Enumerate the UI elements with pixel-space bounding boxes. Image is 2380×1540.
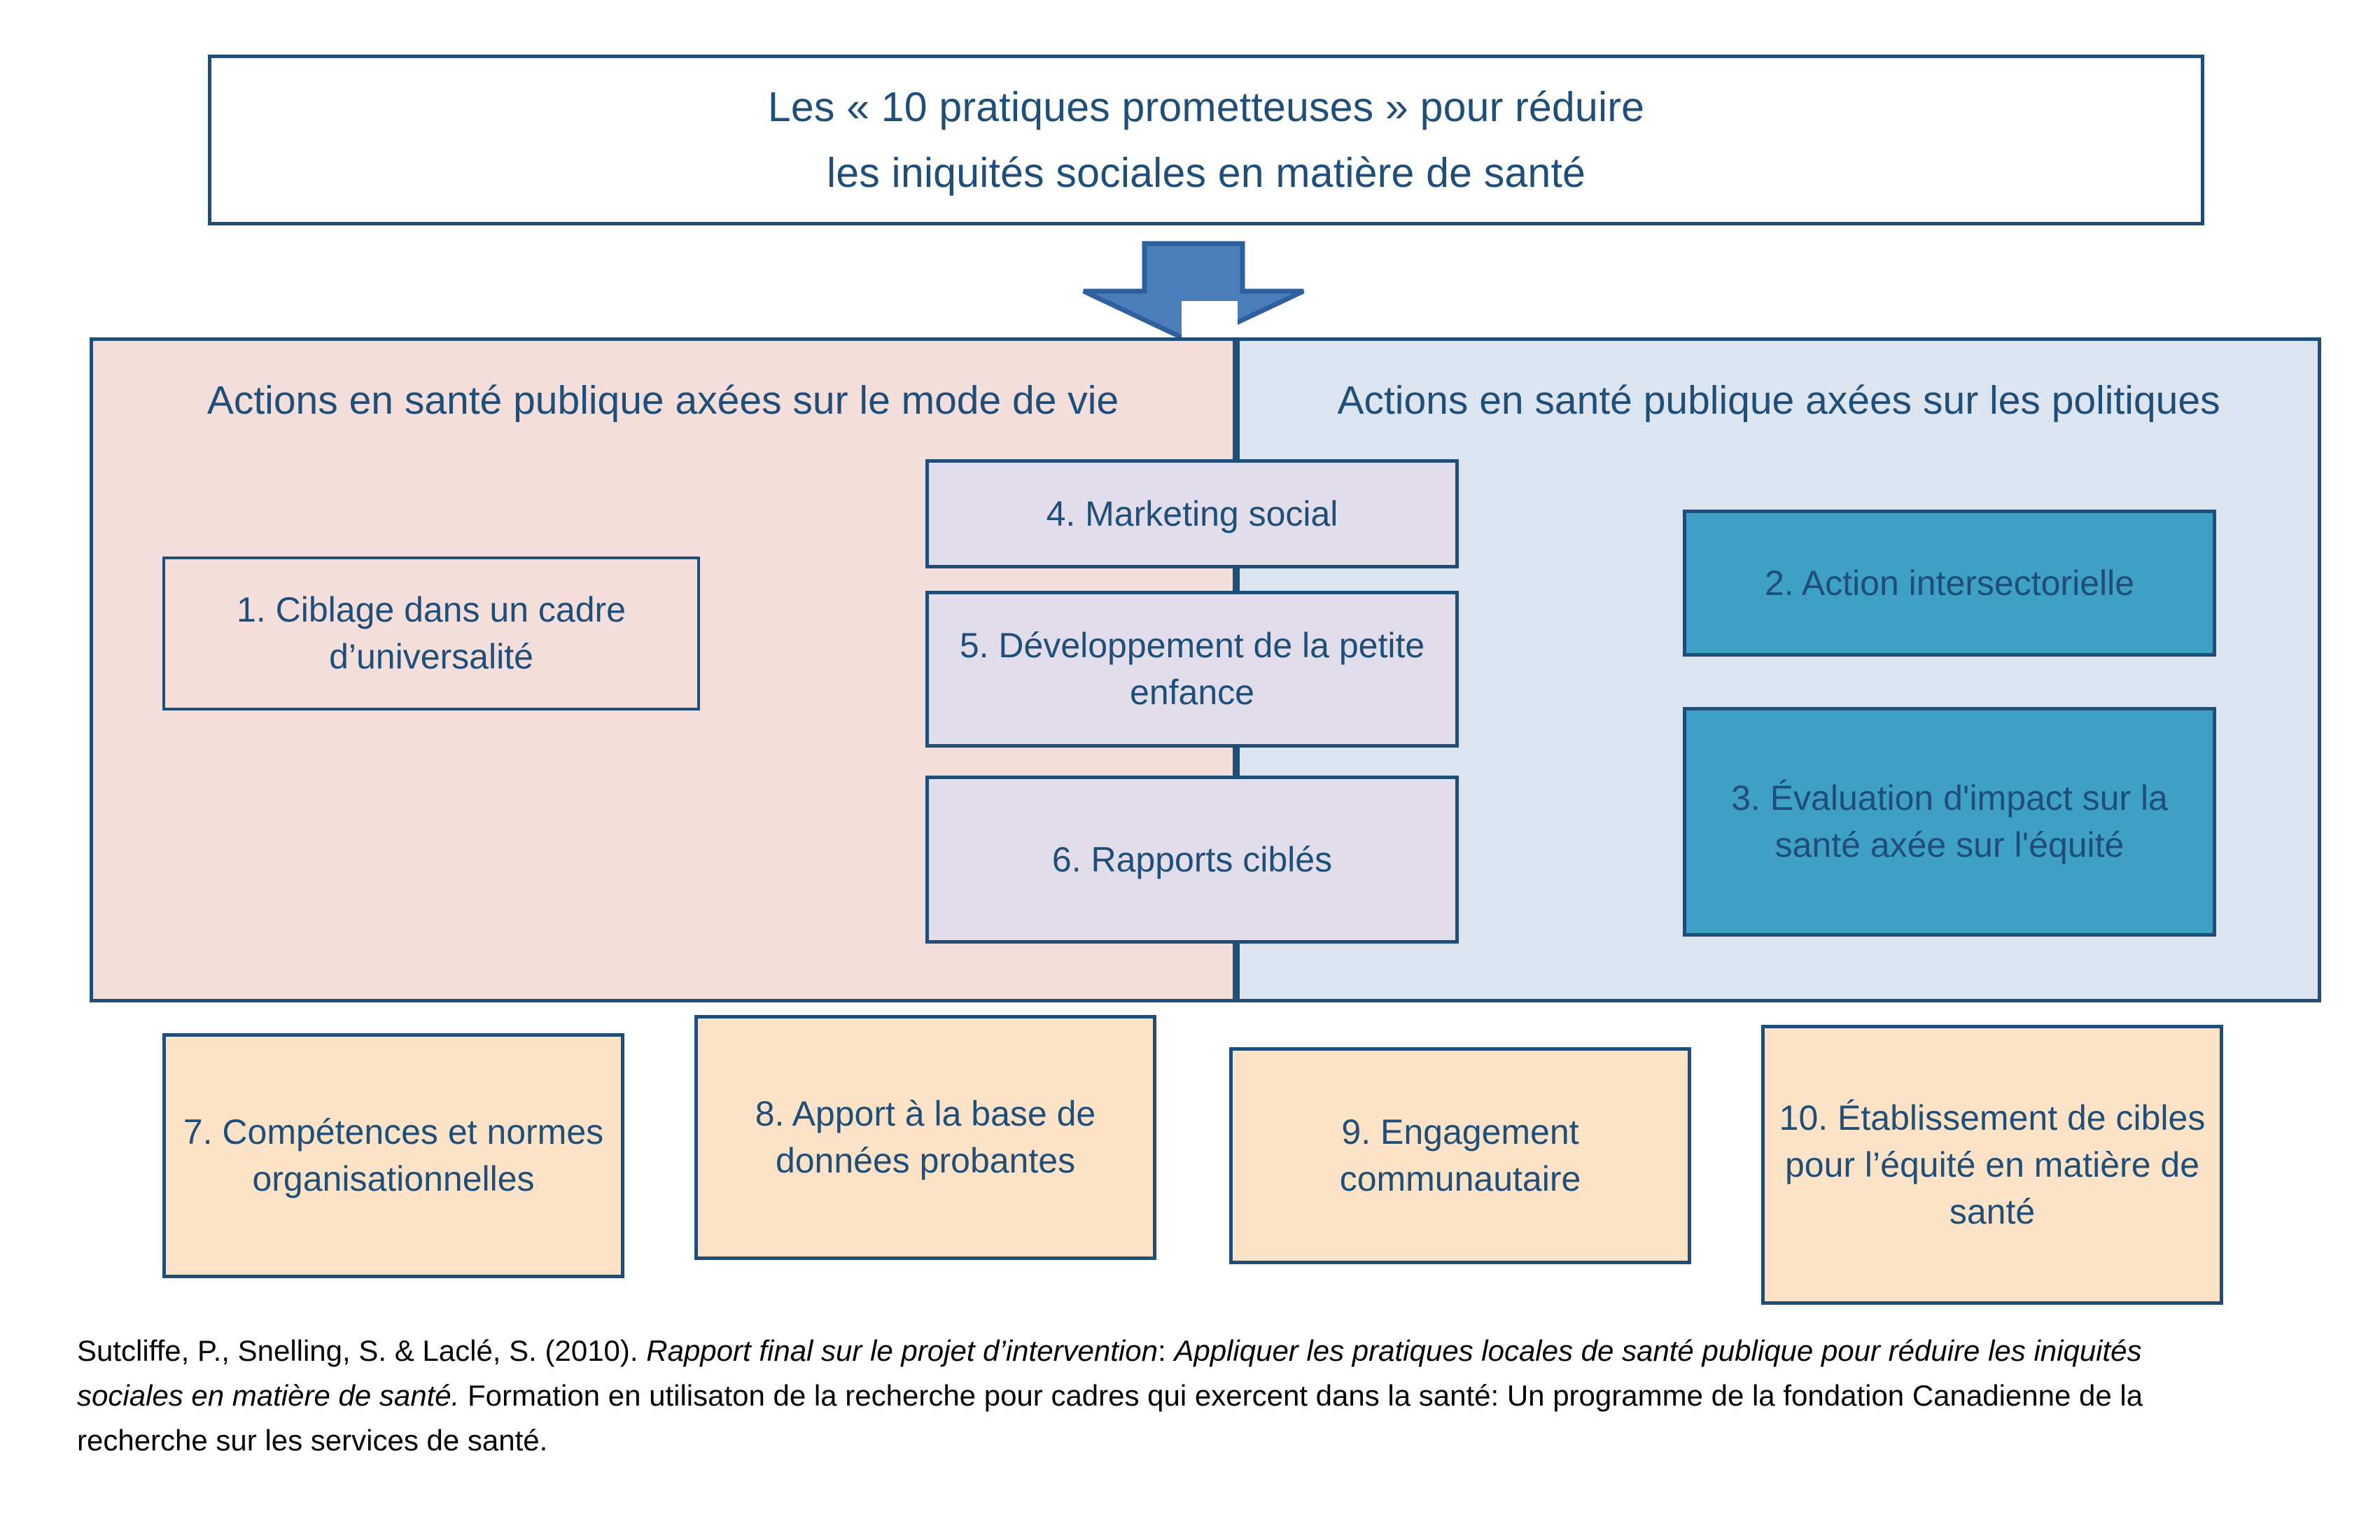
practice-box-3[interactable]: 3. Évaluation d'impact sur la santé axée… <box>1683 707 2216 937</box>
practice-box-9[interactable]: 9. Engagement communautaire <box>1229 1047 1691 1264</box>
title-banner: Les « 10 pratiques prometteuses » pour r… <box>208 55 2204 225</box>
practice-box-10[interactable]: 10. Établissement de cibles pour l’équit… <box>1761 1025 2223 1305</box>
practice-box-1[interactable]: 1. Ciblage dans un cadre d’universalité <box>162 556 700 710</box>
citation-part-3: Formation en utilisaton de la recherche … <box>77 1378 2143 1457</box>
citation-italic-1: Rapport final sur le projet d’interventi… <box>646 1334 1158 1367</box>
down-arrow-icon <box>1078 241 1309 346</box>
practice-box-6[interactable]: 6. Rapports ciblés <box>925 776 1459 944</box>
panel-lifestyle-heading: Actions en santé publique axées sur le m… <box>206 378 1119 423</box>
citation-text: Sutcliffe, P., Snelling, S. & Laclé, S. … <box>77 1329 2240 1462</box>
practice-box-5[interactable]: 5. Développement de la petite enfance <box>925 591 1459 748</box>
citation-italic-2: Appliquer les pratiques locales de santé… <box>77 1334 2142 1412</box>
panel-policy-heading: Actions en santé publique axées sur les … <box>1337 378 2220 423</box>
practice-box-7[interactable]: 7. Compétences et normes organisationnel… <box>162 1033 624 1278</box>
title-line-2: les iniquités sociales en matière de san… <box>826 150 1586 196</box>
citation-part-2: : <box>1157 1334 1175 1367</box>
practice-box-8[interactable]: 8. Apport à la base de données probantes <box>694 1015 1156 1260</box>
citation-part-1: Sutcliffe, P., Snelling, S. & Laclé, S. … <box>77 1334 647 1367</box>
practice-box-4[interactable]: 4. Marketing social <box>925 459 1459 568</box>
practice-box-2[interactable]: 2. Action intersectorielle <box>1683 510 2216 657</box>
title-line-1: Les « 10 pratiques prometteuses » pour r… <box>767 83 1645 130</box>
panel-lifestyle-actions: Actions en santé publique axées sur le m… <box>90 337 1236 1002</box>
